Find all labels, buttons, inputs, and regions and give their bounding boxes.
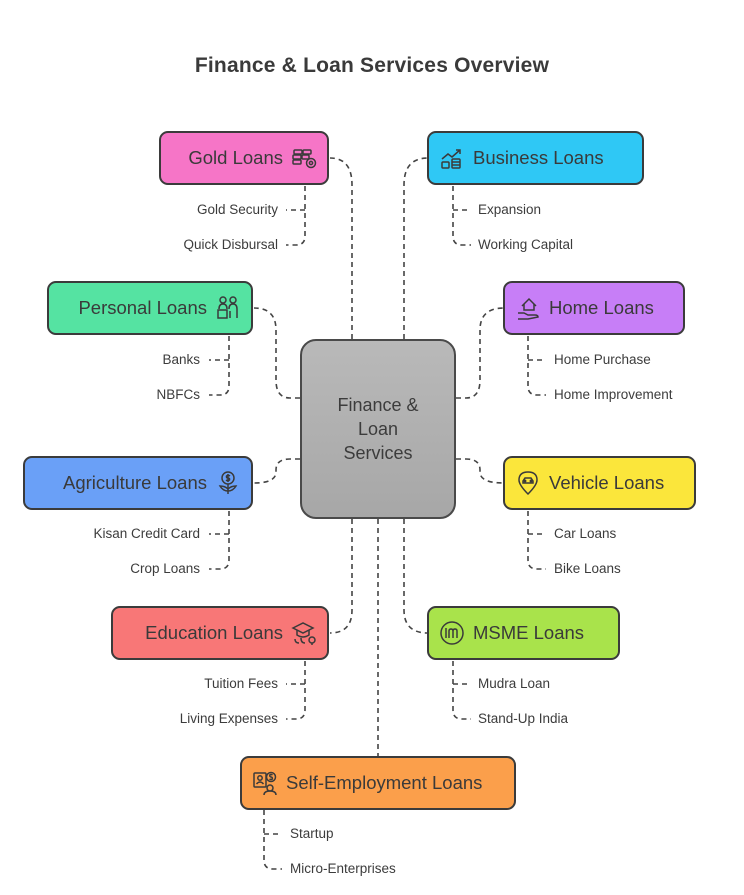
self-employment-loans-item-1: Startup — [290, 826, 334, 841]
msme-loans-label: MSME Loans — [473, 622, 585, 643]
home-loans-label: Home Loans — [549, 297, 654, 318]
center-node: Finance & Loan Services — [300, 339, 456, 519]
money-plant-icon — [215, 470, 241, 496]
vehicle-loans-item-1: Car Loans — [554, 526, 617, 541]
education-loans-item-2: Living Expenses — [179, 711, 278, 726]
vehicle-loans-node: Vehicle Loans — [503, 456, 696, 510]
agriculture-loans-item-1: Kisan Credit Card — [93, 526, 200, 541]
self-employment-loans-item-2: Micro-Enterprises — [290, 861, 396, 876]
graduation-cap-money-icon — [291, 620, 317, 646]
msme-loans-item-2: Stand-Up India — [478, 711, 569, 726]
mint-logo-icon — [439, 620, 465, 646]
personal-loans-label: Personal Loans — [78, 297, 207, 318]
agriculture-loans-item-2: Crop Loans — [130, 561, 200, 576]
diagram-title: Finance & Loan Services Overview — [194, 54, 550, 77]
business-loans-item-1: Expansion — [478, 202, 542, 217]
car-pin-icon — [515, 470, 541, 496]
gold-loans-label: Gold Loans — [188, 147, 283, 168]
education-loans-item-1: Tuition Fees — [204, 676, 278, 691]
growth-chart-coins-icon — [439, 145, 465, 171]
vehicle-loans-label: Vehicle Loans — [549, 472, 665, 493]
gold-loans-item-2: Quick Disbursal — [183, 237, 278, 252]
self-employment-loans-node: Self-Employment Loans — [240, 756, 516, 810]
agriculture-loans-node: Agriculture Loans — [23, 456, 253, 510]
personal-loans-node: Personal Loans — [47, 281, 253, 335]
vehicle-loans-item-2: Bike Loans — [554, 561, 621, 576]
home-loans-node: Home Loans — [503, 281, 685, 335]
business-loans-item-2: Working Capital — [478, 237, 574, 252]
personal-loans-item-2: NBFCs — [156, 387, 201, 402]
msme-loans-node: MSME Loans — [427, 606, 620, 660]
business-loans-label: Business Loans — [473, 147, 604, 168]
education-loans-label: Education Loans — [145, 622, 283, 643]
education-loans-node: Education Loans — [111, 606, 329, 660]
gold-loans-item-1: Gold Security — [196, 202, 278, 217]
personal-loans-item-1: Banks — [162, 352, 200, 367]
msme-loans-item-1: Mudra Loan — [478, 676, 551, 691]
worker-money-icon — [252, 770, 278, 796]
home-loans-item-2: Home Improvement — [554, 387, 673, 402]
self-employment-loans-label: Self-Employment Loans — [286, 772, 483, 793]
house-hand-icon — [515, 295, 541, 321]
people-money-icon — [215, 295, 241, 321]
center-label: Finance & Loan Services — [337, 395, 419, 463]
agriculture-loans-label: Agriculture Loans — [63, 472, 207, 493]
home-loans-item-1: Home Purchase — [554, 352, 651, 367]
gold-loans-node: Gold Loans — [159, 131, 329, 185]
gold-bars-coin-icon — [291, 145, 317, 171]
business-loans-node: Business Loans — [427, 131, 644, 185]
